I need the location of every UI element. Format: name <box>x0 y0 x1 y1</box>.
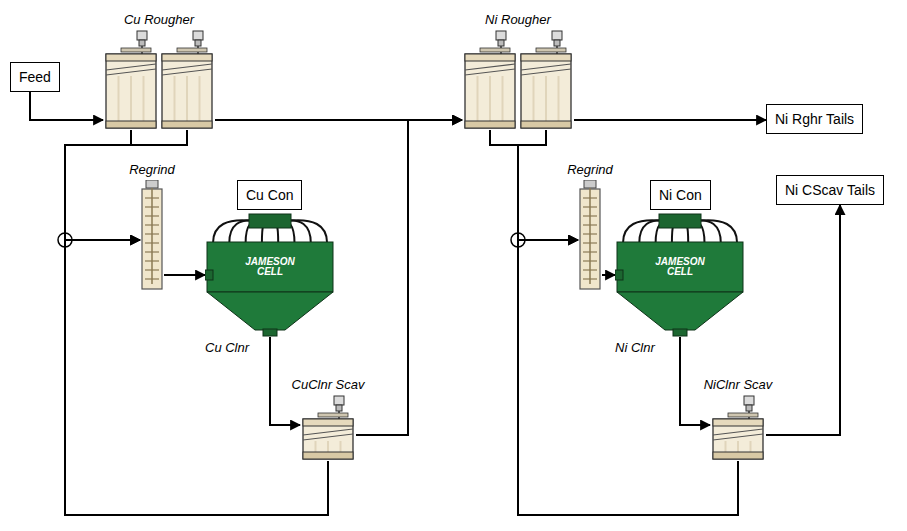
node-label: JAMESON CELL <box>649 257 711 278</box>
regrind-mill: Regrind <box>578 180 602 290</box>
jameson-cell: JAMESON CELLNi Clnr <box>615 212 745 337</box>
node-label: Cu Rougher <box>124 12 194 27</box>
regrind-mill: Regrind <box>140 180 164 290</box>
tails-box: Ni CScav Tails <box>776 175 884 205</box>
flow-line <box>490 130 578 240</box>
merge-line <box>131 130 187 145</box>
node-label: Ni Rougher <box>485 12 551 27</box>
rougher-cells: Ni Rougher <box>462 30 574 130</box>
node-label: Regrind <box>129 162 175 177</box>
label-holder: JAMESON CELL <box>205 244 335 290</box>
tails-box: Ni Rghr Tails <box>766 104 863 134</box>
node-label: JAMESON CELL <box>239 257 301 278</box>
node-label: Ni Rghr Tails <box>775 111 854 127</box>
flow-line <box>30 92 103 120</box>
equipment-figure <box>462 30 574 130</box>
label-holder: Regrind <box>129 162 175 177</box>
label-holder: NiClnr Scav <box>704 377 773 392</box>
flow-line <box>574 119 766 121</box>
node-label: Feed <box>19 69 51 85</box>
label-holder: Regrind <box>567 162 613 177</box>
node-label: Cu Con <box>246 187 293 203</box>
scavenger-cell: NiClnr Scav <box>710 395 766 461</box>
flow-line <box>602 274 615 276</box>
flow-line <box>65 130 140 240</box>
concentrate-box: Cu Con <box>237 180 302 210</box>
node-label: NiClnr Scav <box>704 377 773 392</box>
equipment-figure <box>300 395 356 461</box>
label-holder: JAMESON CELL <box>615 244 745 290</box>
scavenger-cell: CuClnr Scav <box>300 395 356 461</box>
label-holder: Ni Rougher <box>485 12 551 27</box>
label-holder: Ni Clnr <box>615 340 655 355</box>
equipment-figure <box>103 30 215 130</box>
concentrate-box: Ni Con <box>650 180 711 210</box>
merge-line <box>518 130 546 145</box>
jameson-cell: JAMESON CELLCu Clnr <box>205 212 335 337</box>
node-label: Cu Clnr <box>205 340 249 355</box>
flow-line <box>766 205 840 435</box>
equipment-figure <box>710 395 766 461</box>
flow-line <box>164 274 205 276</box>
node-label: Ni CScav Tails <box>785 182 875 198</box>
label-holder: CuClnr Scav <box>292 377 365 392</box>
label-holder: Cu Rougher <box>124 12 194 27</box>
equipment-figure <box>578 180 602 290</box>
feed-box: Feed <box>10 62 60 92</box>
node-label: Ni Clnr <box>615 340 655 355</box>
flow-line <box>356 120 462 435</box>
label-holder: Cu Clnr <box>205 340 249 355</box>
rougher-cells: Cu Rougher <box>103 30 215 130</box>
node-label: Regrind <box>567 162 613 177</box>
node-label: CuClnr Scav <box>292 377 365 392</box>
equipment-figure <box>140 180 164 290</box>
node-label: Ni Con <box>659 187 702 203</box>
